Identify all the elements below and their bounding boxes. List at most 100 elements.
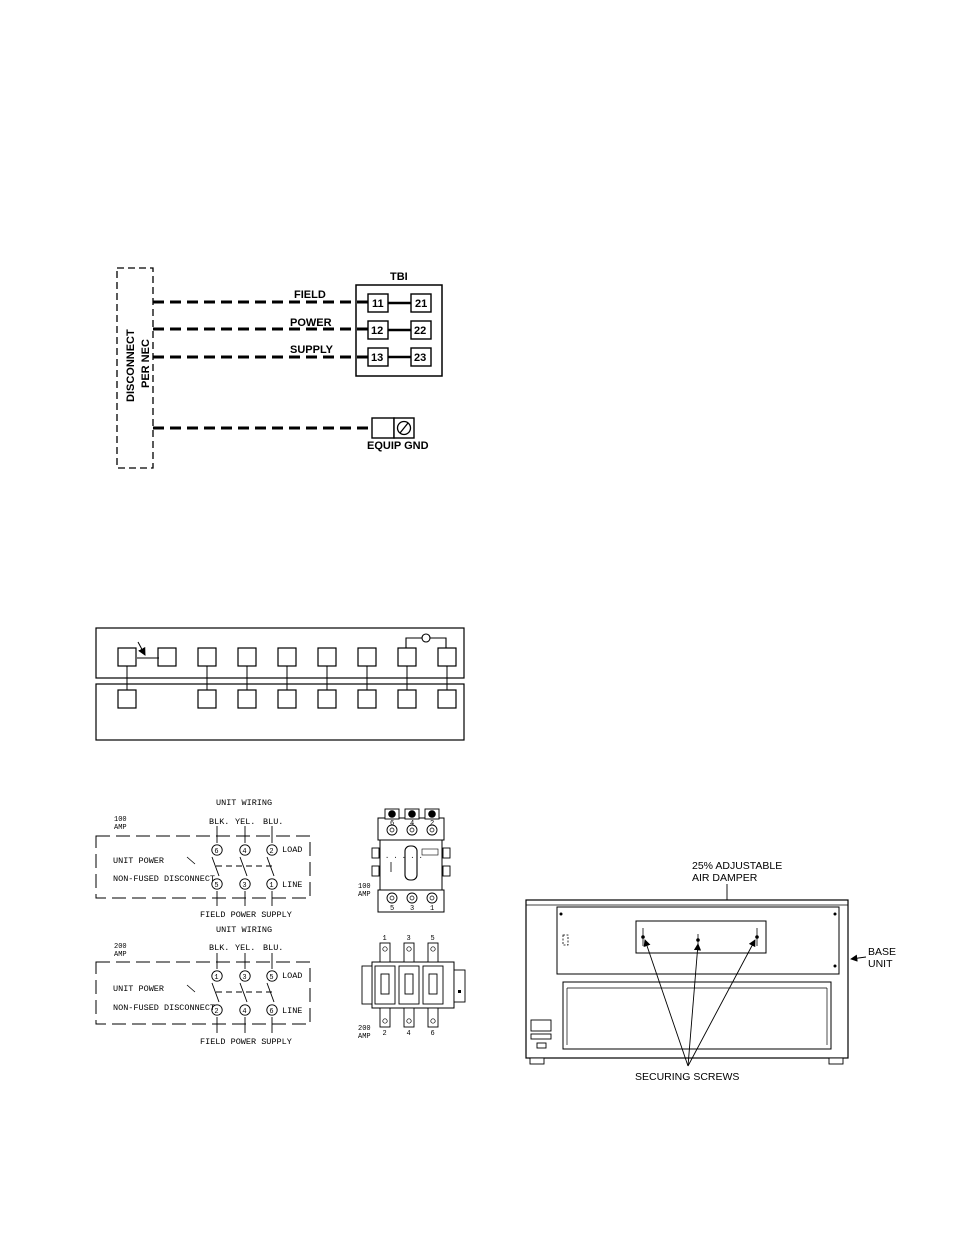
pole-terminal-top-number: 6 (214, 848, 218, 856)
pole-terminal-top-number: 4 (242, 848, 246, 856)
non-fused-label-200: NON-FUSED DISCONNECT (113, 1003, 215, 1013)
strip-terminal-bottom (317, 689, 337, 709)
screw-callout-right (687, 939, 756, 1067)
switch-100-label-plate (421, 848, 439, 856)
pole-terminal-top (211, 970, 223, 982)
switch-100-right-ear-top (442, 847, 451, 859)
strip-switch-icon (421, 633, 431, 643)
ground-screw-icon (396, 420, 412, 436)
switch-200-bottom-screw-icon (406, 1018, 412, 1024)
terminal-block (355, 284, 443, 377)
switch-100-top-terminal (426, 824, 438, 836)
panel-fastener-icon (833, 964, 837, 968)
strip-terminal-bottom (397, 689, 417, 709)
base-foot-right (828, 1057, 844, 1065)
switch-100-bottom-number: 1 (430, 905, 434, 913)
terminal-left-1-label: 11 (372, 298, 384, 310)
strip-terminal-bottom (237, 689, 257, 709)
wire-label-field: FIELD (294, 289, 326, 301)
securing-screws-label: SECURING SCREWS (635, 1071, 739, 1083)
pole-terminal-bottom (266, 1004, 278, 1016)
switch-100-bottom-terminal (426, 892, 438, 904)
pole-blade (266, 856, 275, 877)
switch-200-pole-window (380, 973, 390, 995)
field-supply-label-200: FIELD POWER SUPPLY (200, 1037, 292, 1047)
pole-terminal-bottom-number: 4 (242, 1008, 246, 1016)
damper-title-line2: AIR DAMPER (692, 872, 758, 884)
switch-100-right-ear-bottom (442, 865, 451, 877)
pole-terminal-top-number: 1 (214, 974, 218, 982)
disconnect-enclosure-200 (95, 961, 311, 1025)
ground-label: EQUIP GND (367, 440, 429, 452)
switch-200-top-screw-icon (406, 946, 412, 952)
switch-100-left-ear-top (371, 847, 380, 859)
switch-100-top-terminal (406, 824, 418, 836)
pole-terminal-bottom-number: 2 (214, 1008, 218, 1016)
load-label-200: LOAD (282, 971, 302, 981)
unit-power-pointer-200 (186, 984, 196, 993)
unit-power-pointer-100 (186, 856, 196, 865)
panel-fastener-icon (559, 912, 563, 916)
switch-200-bottom-number: 6 (431, 1030, 435, 1038)
strip-jumper-arrow (137, 641, 146, 656)
panel-fastener-icon (833, 912, 837, 916)
switch-100-brand-mark: . . . . . (385, 853, 423, 861)
strip-terminal-bottom (117, 689, 137, 709)
upper-access-panel (556, 906, 840, 975)
disconnect-enclosure-100 (95, 835, 311, 899)
non-fused-label-100: NON-FUSED DISCONNECT (113, 874, 215, 884)
switch-200-bottom-screw-icon (430, 1018, 436, 1024)
tb-row-2: 12 22 (367, 320, 432, 340)
switch-100-amp-num: 100 (358, 883, 371, 891)
pole-blade (211, 982, 220, 1003)
switch-100-bottom-number: 5 (390, 905, 394, 913)
pole-blade (211, 856, 220, 877)
terminal-right-3-label: 23 (414, 352, 426, 364)
strip-terminal-top (157, 647, 177, 667)
pole-terminal-bottom-number: 1 (269, 882, 273, 890)
unit-wiring-label-200: UNIT WIRING (216, 925, 272, 935)
pole-terminal-bottom-number: 3 (242, 882, 246, 890)
switch-200-bottom-lug (379, 1007, 391, 1028)
screw-callout-center (687, 943, 702, 1067)
base-unit-label-line1: BASE (868, 946, 896, 958)
unit-wiring-label-100: UNIT WIRING (216, 798, 272, 808)
electrical-box-2 (530, 1033, 552, 1040)
switch-200-amp-num: 200 (358, 1025, 371, 1033)
pole-terminal-top-number: 5 (269, 974, 273, 982)
damper-plate (635, 920, 767, 954)
amp-label-200-unit: AMP (114, 951, 127, 959)
switch-200-right-bracket (453, 969, 466, 1003)
ground-lug-body (371, 417, 395, 439)
pole-terminal-top (239, 844, 251, 856)
terminal-left-2-label: 12 (371, 325, 383, 337)
panel-latch-icon (562, 934, 569, 946)
color-blk-100: BLK. (209, 817, 229, 827)
pole-blade (239, 856, 248, 877)
switch-100-left-ear-bottom (371, 865, 380, 877)
switch-200-bottom-lug (427, 1007, 439, 1028)
ground-screw-slot (399, 422, 409, 434)
strip-terminal-top (397, 647, 417, 667)
pole-terminal-bottom (239, 878, 251, 890)
switch-100-top-number: 6 (390, 820, 394, 828)
field-supply-label-100: FIELD POWER SUPPLY (200, 910, 292, 920)
switch-100-bottom-terminal (386, 892, 398, 904)
pole-terminal-bottom (211, 878, 223, 890)
switch-200-top-lug (403, 942, 415, 963)
pole-terminal-bottom (239, 1004, 251, 1016)
disconnect-schematic-200: UNIT WIRING 200 AMP BLK. YEL. BLU. 12345… (95, 925, 311, 1047)
switch-100-top-screw-icon (428, 810, 436, 818)
base-foot-left (529, 1057, 545, 1065)
strip-terminal-top (317, 647, 337, 667)
pole-terminal-bottom (211, 1004, 223, 1016)
pole-blade (266, 982, 275, 1003)
terminal-strip-top (95, 627, 465, 679)
amp-label-100-unit: AMP (114, 824, 127, 832)
